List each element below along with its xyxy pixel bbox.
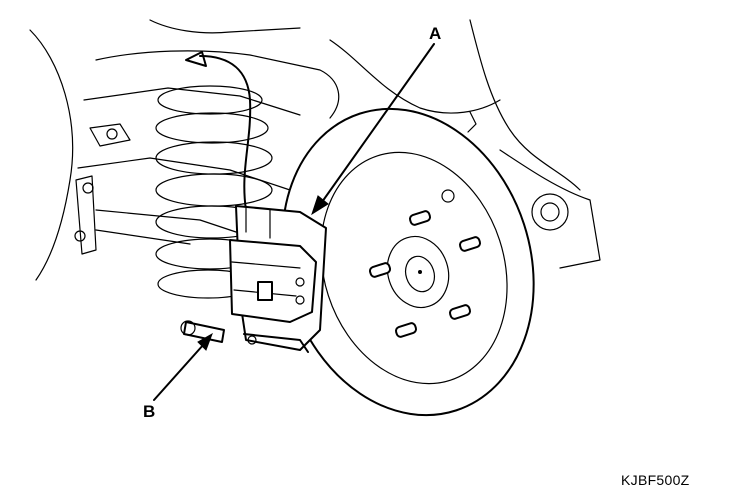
leader-line-a bbox=[321, 43, 435, 203]
arrowhead-b-icon bbox=[197, 332, 213, 351]
knuckle-body bbox=[329, 19, 601, 269]
figure-code: KJBF500Z bbox=[621, 472, 690, 488]
brake-hose bbox=[185, 51, 252, 211]
mounting-bolt bbox=[180, 320, 225, 343]
callout-label-a: A bbox=[429, 24, 442, 43]
brake-caliper bbox=[229, 205, 327, 353]
suspension-background bbox=[29, 19, 340, 281]
leader-line-b bbox=[153, 343, 205, 401]
callout-label-b: B bbox=[143, 402, 156, 421]
arrowhead-a-icon bbox=[311, 195, 329, 216]
wheel-studs bbox=[368, 189, 482, 338]
